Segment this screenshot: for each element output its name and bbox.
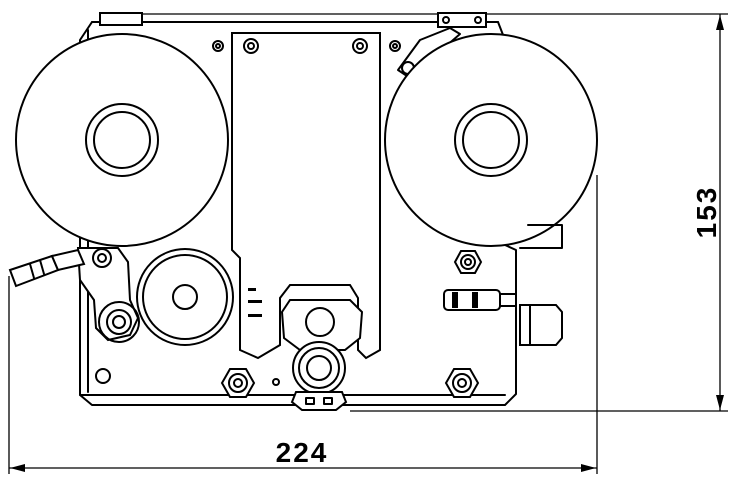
bottom-right-nut — [444, 368, 480, 398]
height-dimension-label: 153 — [691, 186, 722, 239]
left-pivot-arm — [8, 247, 140, 384]
right-middle-nut — [453, 250, 483, 274]
right-connector-block — [519, 304, 563, 346]
center-cover-plate — [212, 32, 401, 360]
right-cable-fitting — [443, 289, 517, 311]
height-dimension: 153 — [138, 13, 728, 412]
bottom-left-nut — [220, 368, 256, 398]
width-dimension: 224 — [8, 175, 598, 474]
sprocket-assembly — [280, 299, 364, 411]
left-supply-roll — [15, 33, 229, 247]
width-dimension-label: 224 — [276, 437, 329, 468]
drive-wheel — [136, 248, 234, 346]
right-rewind-roll — [384, 27, 598, 249]
small-screw — [272, 378, 280, 386]
